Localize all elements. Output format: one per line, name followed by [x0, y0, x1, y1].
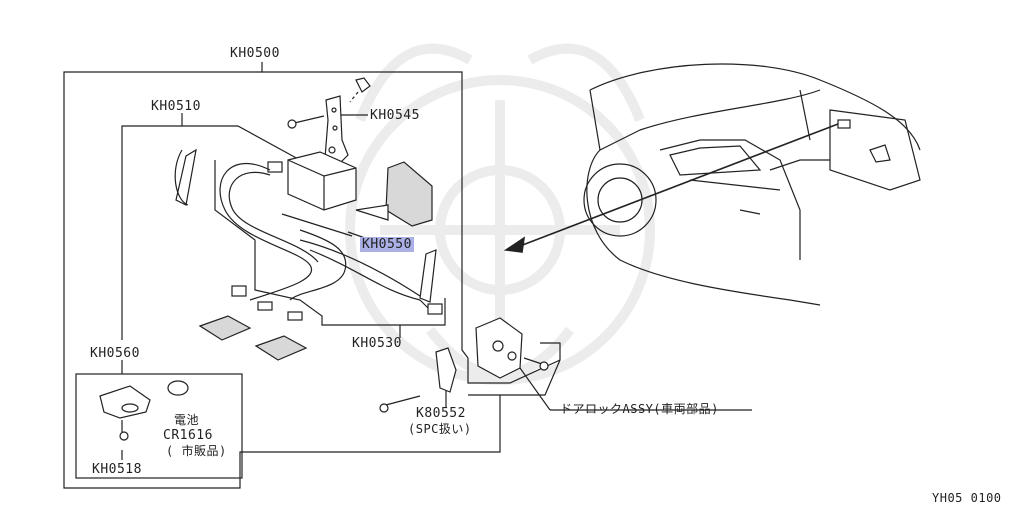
kh0510-frame [121, 113, 183, 340]
kh0545-bracket-icon [287, 77, 371, 166]
label-kh0510: KH0510 [151, 99, 201, 114]
label-door-lock: ドアロックASSY(車両部品) [560, 402, 719, 416]
arrow-icon [503, 123, 839, 253]
label-kh0545: KH0545 [370, 108, 420, 123]
kh0500-frame [63, 62, 501, 489]
label-kh0560: KH0560 [90, 346, 140, 361]
wiring-harness-icon [219, 163, 443, 321]
car-outline-icon [583, 63, 921, 306]
footer-code: YH05 0100 [932, 491, 1002, 505]
label-kh0500: KH0500 [230, 46, 280, 61]
cable-tie-icon [174, 148, 437, 303]
kh0530-frame [214, 160, 446, 326]
adhesive-pad-icon [355, 161, 433, 227]
label-k80552-note: (SPC扱い) [408, 422, 472, 436]
label-kh0550: KH0550 [360, 237, 414, 252]
key-fob-icon [99, 380, 189, 441]
label-battery-note: ( 市販品) [166, 444, 227, 458]
control-module-icon [267, 151, 357, 211]
label-kh0530: KH0530 [352, 336, 402, 351]
label-kh0518: KH0518 [92, 462, 142, 477]
label-k80552: K80552 [416, 406, 466, 421]
door-lock-assembly-icon [475, 317, 549, 379]
foam-pad-icon [198, 315, 308, 361]
label-battery-model: CR1616 [163, 428, 213, 443]
kh0560-box [75, 373, 243, 479]
label-battery: 電池 [174, 413, 200, 427]
k80552-part-icon [379, 347, 457, 413]
